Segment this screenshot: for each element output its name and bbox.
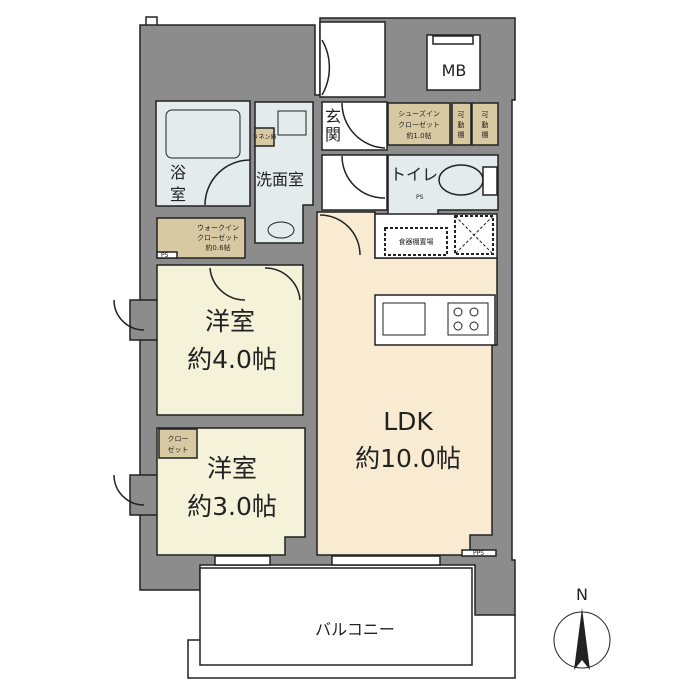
small-closet-label-1: クロー <box>168 435 189 443</box>
western-room-3: クロー ゼット 洋室 約3.0帖 <box>156 427 306 556</box>
bath-label-1: 浴 <box>170 163 186 182</box>
ldk-label-2: 約10.0帖 <box>355 444 461 473</box>
toilet-room: トイレ PS <box>387 154 499 218</box>
toilet-label: トイレ <box>390 165 438 184</box>
shoe-closet <box>387 102 451 146</box>
entry-door-swing[interactable] <box>321 39 331 96</box>
entrance <box>321 101 388 151</box>
shoe-closet-label-3: 約1.0帖 <box>406 131 431 140</box>
western2-label-2: 約3.0帖 <box>187 492 277 521</box>
shelf1-label-1: 可 <box>458 111 465 119</box>
ldk: 食器棚置場 LDK 約10.0帖 <box>316 211 498 556</box>
western2-label-1: 洋室 <box>207 454 257 483</box>
walkin-label-2: クローゼット <box>197 233 239 242</box>
shoe-closet-label-1: シューズイン <box>398 109 440 118</box>
entrance-label-1: 玄 <box>325 107 341 126</box>
shelf2-label-3: 棚 <box>482 130 489 139</box>
walkin-label-3: 約0.6帖 <box>205 243 230 252</box>
shelf2-label-2: 動 <box>482 120 489 129</box>
dish-shelf-label: 食器棚置場 <box>399 237 434 246</box>
pps-label: PPS <box>473 550 484 557</box>
hallway <box>321 154 388 211</box>
compass-label: N <box>576 585 588 604</box>
western1-label-2: 約4.0帖 <box>187 345 277 374</box>
north-arrow-icon <box>574 608 590 670</box>
window-door-1[interactable] <box>113 299 145 331</box>
walkin-label-1: ウォークイン <box>197 224 239 232</box>
shelf1-label-3: 棚 <box>458 130 465 139</box>
entrance-label-2: 関 <box>325 125 341 144</box>
small-closet-label-2: ゼット <box>168 445 189 454</box>
bath-label-2: 室 <box>170 185 186 204</box>
entry-door-area <box>319 21 386 98</box>
linen-storage <box>254 127 275 147</box>
western-room-4: 洋室 約4.0帖 <box>156 264 304 416</box>
shelf1-label-2: 動 <box>458 120 465 129</box>
ps-left-label: PS <box>161 252 169 259</box>
ldk-label-1: LDK <box>383 407 433 436</box>
small-closet <box>158 428 198 459</box>
meter-box-label: MB <box>442 61 467 80</box>
linen-label: リネン庫 <box>252 133 276 141</box>
shoe-closet-label-2: クローゼット <box>398 120 440 129</box>
balcony: バルコニー <box>187 567 516 679</box>
north-compass: N <box>553 585 611 670</box>
washroom-label: 洗面室 <box>256 170 304 189</box>
sash-window-1[interactable] <box>214 555 271 566</box>
toilet-ps-label: PS <box>416 194 424 201</box>
shelf2-label-1: 可 <box>482 111 489 119</box>
window-door-2[interactable] <box>113 474 145 506</box>
movable-shelf-1 <box>451 102 472 146</box>
sash-window-2[interactable] <box>331 555 441 566</box>
bathroom: 浴 室 <box>155 100 251 207</box>
western1-label-1: 洋室 <box>205 307 255 336</box>
movable-shelf-2 <box>471 102 499 146</box>
balcony-label: バルコニー <box>315 620 395 639</box>
